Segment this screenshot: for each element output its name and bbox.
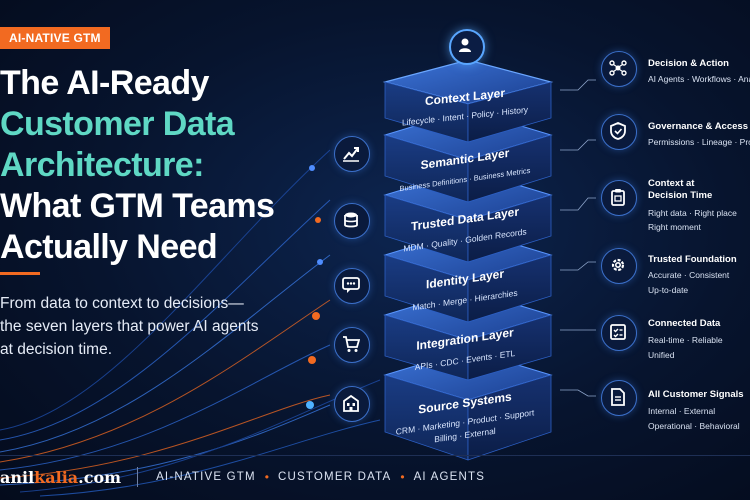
chat-icon: [334, 268, 370, 304]
footer-tag: CUSTOMER DATA: [278, 471, 392, 483]
right-item-title: Context at: [648, 178, 695, 189]
building-icon: [334, 386, 370, 422]
slab-1: [382, 59, 554, 143]
site-part-highlight: kalia: [34, 467, 79, 487]
site-part: .com: [78, 467, 122, 487]
subtitle-line: at decision time.: [0, 341, 112, 358]
page-title: The AI-Ready Customer Data Architecture:…: [0, 63, 320, 268]
footer-divider: [0, 455, 750, 456]
right-item-title: Connected Data: [648, 318, 721, 329]
footer: anilkalia.com AI-NATIVE GTM • CUSTOMER D…: [0, 462, 485, 492]
shield-icon: [601, 114, 637, 150]
right-item-desc: AI Agents · Workflows · Analy: [648, 74, 750, 84]
network-icon: [601, 51, 637, 87]
site-part: anil: [0, 467, 35, 487]
connectors-right: [560, 79, 596, 397]
right-item-desc-2: Right moment: [648, 222, 701, 232]
data-streams: [0, 149, 381, 497]
subtitle: From data to context to decisions— the s…: [0, 292, 290, 361]
site-link[interactable]: anilkalia.com: [0, 468, 121, 487]
stream-nodes: [306, 165, 323, 409]
footer-dot: •: [264, 470, 269, 484]
right-item-desc-2: Unified: [648, 350, 675, 360]
document-icon: [601, 380, 637, 416]
right-item-desc-2: Operational · Behavioral: [648, 421, 740, 431]
right-item-title: Decision & Action: [648, 58, 729, 69]
gear-icon: [601, 248, 637, 284]
database-icon: [334, 203, 370, 239]
footer-dot: •: [400, 470, 405, 484]
right-item-title-2: Decision Time: [648, 190, 713, 201]
right-item-desc-2: Up-to-date: [648, 285, 689, 295]
title-line: What GTM Teams: [0, 187, 275, 225]
subtitle-line: From data to context to decisions—: [0, 295, 244, 312]
checklist-icon: [601, 315, 637, 351]
right-item-desc: Permissions · Lineage · Prover: [648, 137, 750, 147]
right-item-title: All Customer Signals: [648, 389, 744, 400]
footer-tag: AI AGENTS: [413, 471, 486, 483]
title-line-highlight: Architecture:: [0, 146, 204, 184]
subtitle-line: the seven layers that power AI agents: [0, 318, 259, 335]
right-item-desc: Accurate · Consistent: [648, 270, 730, 280]
title-line: Actually Need: [0, 228, 218, 266]
user-icon: [449, 29, 485, 65]
title-line-highlight: Customer Data: [0, 105, 235, 143]
right-item-title: Governance & Access: [648, 121, 748, 132]
right-item-title: Trusted Foundation: [648, 254, 737, 265]
chart-icon: [334, 136, 370, 172]
clipboard-icon: [601, 180, 637, 216]
title-line: The AI-Ready: [0, 64, 209, 102]
footer-separator: [137, 467, 139, 487]
right-item-desc: Real-time · Reliable: [648, 335, 723, 345]
right-item-desc: Internal · External: [648, 406, 716, 416]
right-item-desc: Right data · Right place: [648, 208, 737, 218]
footer-tag: AI-NATIVE GTM: [156, 471, 256, 483]
category-tag: AI-NATIVE GTM: [0, 27, 110, 49]
accent-rule: [0, 272, 40, 275]
cart-icon: [334, 327, 370, 363]
